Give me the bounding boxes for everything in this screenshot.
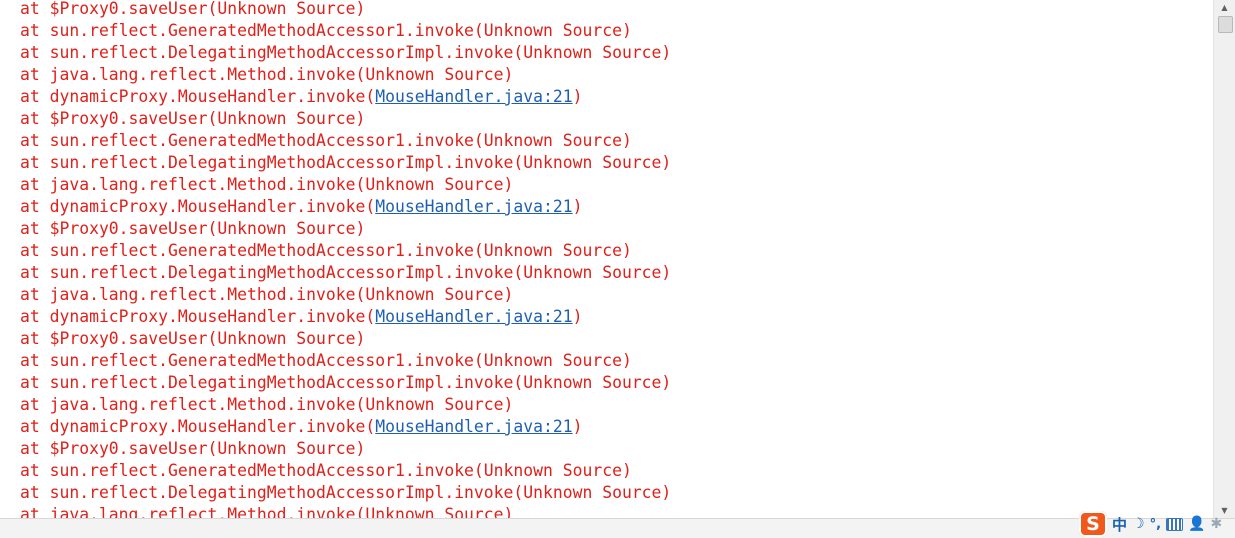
console-line: at sun.reflect.DelegatingMethodAccessorI… — [20, 153, 672, 172]
console-line: at $Proxy0.saveUser(Unknown Source) — [20, 329, 366, 348]
console-line: at java.lang.reflect.Method.invoke(Unkno… — [20, 285, 514, 304]
scrollbar-thumb[interactable] — [1218, 16, 1233, 33]
line-prefix: at dynamicProxy.MouseHandler.invoke( — [20, 197, 376, 216]
line-prefix: at dynamicProxy.MouseHandler.invoke( — [20, 417, 376, 436]
source-link[interactable]: MouseHandler.java:21 — [375, 307, 573, 326]
console-line: at sun.reflect.GeneratedMethodAccessor1.… — [20, 131, 632, 150]
console-line: at $Proxy0.saveUser(Unknown Source) — [20, 0, 366, 18]
console-line: at sun.reflect.DelegatingMethodAccessorI… — [20, 43, 672, 62]
line-prefix: at dynamicProxy.MouseHandler.invoke( — [20, 307, 376, 326]
console-line: at $Proxy0.saveUser(Unknown Source) — [20, 219, 366, 238]
console-line: at $Proxy0.saveUser(Unknown Source) — [20, 109, 366, 128]
stack-trace-lines: at $Proxy0.saveUser(Unknown Source) at su… — [20, 0, 671, 518]
console-line: at dynamicProxy.MouseHandler.invoke(Mous… — [20, 86, 671, 108]
scroll-down-icon[interactable]: ▼ — [1221, 506, 1228, 515]
console-line: at dynamicProxy.MouseHandler.invoke(Mous… — [20, 196, 671, 218]
vertical-scrollbar[interactable]: ▲ ▼ — [1213, 0, 1235, 518]
console-line: at $Proxy0.saveUser(Unknown Source) — [20, 439, 366, 458]
punctuation-icon[interactable]: °, — [1149, 516, 1162, 532]
console-line: at sun.reflect.GeneratedMethodAccessor1.… — [20, 461, 632, 480]
console-line: at dynamicProxy.MouseHandler.invoke(Mous… — [20, 416, 671, 438]
console-line: at java.lang.reflect.Method.invoke(Unkno… — [20, 395, 514, 414]
console-line: at java.lang.reflect.Method.invoke(Unkno… — [20, 65, 514, 84]
console-line: at dynamicProxy.MouseHandler.invoke(Mous… — [20, 306, 671, 328]
console-line: at java.lang.reflect.Method.invoke(Unkno… — [20, 175, 514, 194]
line-suffix: ) — [572, 197, 583, 216]
scroll-up-icon[interactable]: ▲ — [1221, 3, 1228, 12]
line-suffix: ) — [572, 87, 583, 106]
console-line: at sun.reflect.GeneratedMethodAccessor1.… — [20, 351, 632, 370]
console-line: at sun.reflect.DelegatingMethodAccessorI… — [20, 483, 672, 502]
sogou-logo-icon[interactable]: S — [1079, 511, 1107, 537]
line-prefix: at dynamicProxy.MouseHandler.invoke( — [20, 87, 376, 106]
console-line: at sun.reflect.DelegatingMethodAccessorI… — [20, 263, 672, 282]
source-link[interactable]: MouseHandler.java:21 — [375, 87, 573, 106]
tools-icon[interactable]: ✱ — [1210, 516, 1223, 532]
source-link[interactable]: MouseHandler.java:21 — [375, 417, 573, 436]
console-line: at sun.reflect.DelegatingMethodAccessorI… — [20, 373, 672, 392]
console-line: at java.lang.reflect.Method.invoke(Unkno… — [20, 505, 514, 518]
line-suffix: ) — [572, 417, 583, 436]
line-suffix: ) — [572, 307, 583, 326]
bottom-bar — [0, 518, 1235, 538]
console-line: at sun.reflect.GeneratedMethodAccessor1.… — [20, 21, 632, 40]
console-line: at sun.reflect.GeneratedMethodAccessor1.… — [20, 241, 632, 260]
soft-keyboard-icon[interactable] — [1166, 517, 1184, 531]
ime-toolbar[interactable]: S 中 ☽ °, 👤 ✱ — [1079, 510, 1235, 538]
console-output: at $Proxy0.saveUser(Unknown Source) at su… — [20, 0, 672, 518]
chinese-mode-toggle[interactable]: 中 — [1112, 515, 1128, 534]
user-icon[interactable]: 👤 — [1188, 516, 1206, 532]
source-link[interactable]: MouseHandler.java:21 — [375, 197, 573, 216]
moon-icon[interactable]: ☽ — [1132, 516, 1145, 532]
